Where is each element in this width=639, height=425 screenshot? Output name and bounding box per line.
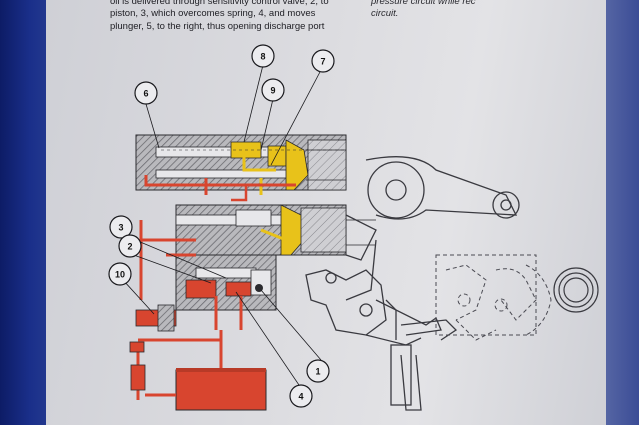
body-text-line: plunger, 5, to the right, thus opening d…: [110, 20, 325, 32]
background-left: [0, 0, 50, 425]
pressure-lines-upper: [144, 175, 296, 202]
callout-10: 10: [108, 262, 132, 286]
manual-page: oil is delivered through sensitivity con…: [46, 0, 606, 425]
callout-label: 3: [118, 223, 123, 233]
callout-label: 7: [320, 57, 325, 67]
callout-label: 2: [127, 242, 132, 252]
body-text-line: oil is delivered through sensitivity con…: [110, 0, 329, 7]
body-text-line: piston, 3, which overcomes spring, 4, an…: [110, 8, 316, 20]
phantom-mechanism: [435, 254, 552, 341]
callout-label: 9: [270, 86, 275, 96]
callout-label: 4: [298, 392, 303, 402]
callout-leaders: [122, 64, 322, 389]
body-text-line: pressure circuit while rec: [371, 0, 476, 7]
callout-9: 9: [261, 78, 285, 102]
callout-label: 10: [115, 270, 125, 280]
callout-2: 2: [118, 234, 142, 258]
callout-7: 7: [311, 49, 335, 73]
body-text-line: circuit.: [371, 8, 399, 20]
middle-valve-housing: [175, 204, 376, 256]
phantom-wheel: [553, 267, 599, 313]
callout-label: 6: [143, 89, 148, 99]
callout-1: 1: [306, 359, 330, 383]
relief-valve: [135, 304, 177, 332]
callout-4: 4: [289, 384, 313, 408]
linkage-mechanism: [305, 156, 520, 411]
body-text-right: pressure circuit while rec circuit.: [371, 0, 571, 21]
hydraulic-diagram: 6 8 9 7 3 2 10 1: [108, 44, 599, 411]
upper-valve-housing: [135, 134, 347, 191]
callout-8: 8: [251, 44, 275, 68]
callout-3: 3: [109, 215, 133, 239]
pressure-gauge: [129, 341, 145, 353]
oil-reservoir: [130, 364, 267, 411]
callout-label: 8: [260, 52, 265, 62]
callout-label: 1: [315, 367, 320, 377]
callout-6: 6: [134, 81, 158, 105]
body-text-left: oil is delivered through sensitivity con…: [110, 0, 410, 33]
